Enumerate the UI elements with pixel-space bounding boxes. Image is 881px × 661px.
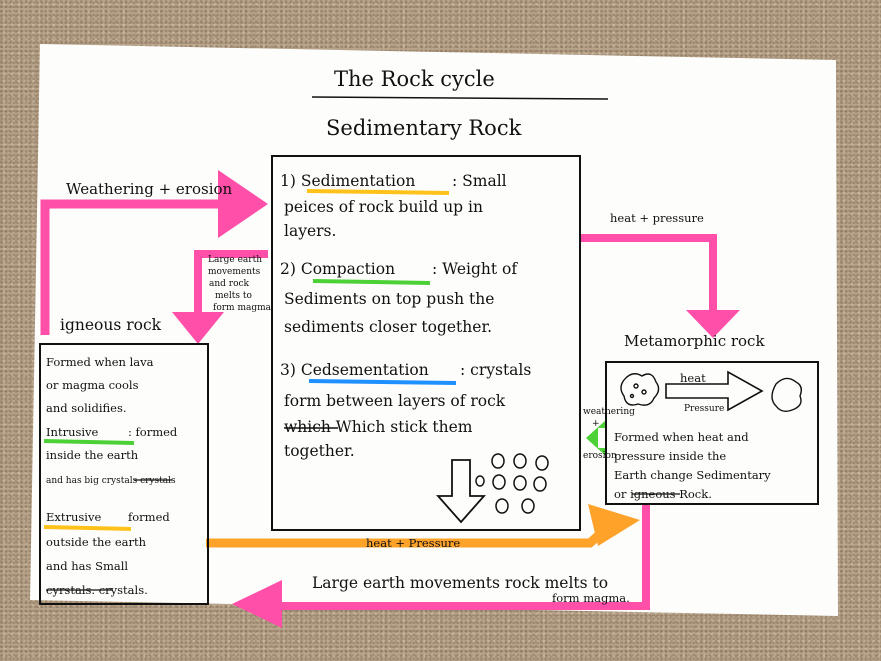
pink-heat-arrow-shaft (580, 234, 717, 312)
green-weathering-arrow (586, 420, 606, 456)
igneous-heading: igneous rock (60, 316, 162, 334)
intrusive-highlight (43, 439, 135, 445)
sedimentation-text-b: peices of rock build up in (284, 198, 483, 216)
compaction-text-b: Sediments on top push the (284, 290, 494, 308)
metamorphic-line-3: Earth change Sedimentary (614, 468, 771, 482)
igneous-line-2: or magma cools (46, 378, 139, 392)
metamorphic-line-2: pressure inside the (614, 449, 726, 463)
metamorphic-heading: Metamorphic rock (624, 332, 765, 350)
compaction-text-a: : Weight of (432, 260, 518, 278)
cementation-highlight (308, 379, 457, 385)
particles-icon (475, 453, 549, 514)
metamorphic-box (605, 361, 819, 505)
pressure-label: Pressure (684, 404, 724, 414)
large-earth-small-2: movements (208, 267, 261, 277)
pink-bottom-arrow-shaft (276, 504, 650, 610)
heat-label: heat (680, 371, 706, 385)
large-earth-small-1: Large earth (208, 255, 262, 265)
compaction-text-c: sediments closer together. (284, 318, 492, 336)
weathering-small-3: erosion (583, 451, 617, 461)
compaction-highlight (312, 279, 431, 285)
sedimentation-title: 1) Sedimentation (280, 172, 415, 190)
bottom-arrow-label-1: Large earth movements rock melts to (312, 574, 608, 592)
extrusive-highlight (43, 525, 132, 531)
large-earth-small-3: and rock (209, 279, 250, 289)
cementation-text-c: which Which stick them (284, 418, 473, 436)
sedimentation-text-a: : Small (452, 172, 507, 190)
orange-heat-arrowhead (588, 504, 640, 546)
cementation-text-b: form between layers of rock (284, 392, 506, 410)
cementation-text-d: together. (284, 442, 355, 460)
extrusive-text-b: outside the earth (46, 535, 147, 549)
heat-pressure-arrow-icon (665, 370, 764, 412)
extrusive-text-a: formed (128, 510, 170, 524)
weathering-small-2: + (592, 419, 600, 429)
pink-weathering-arrow-shaft (40, 199, 222, 335)
metamorphic-line-1: Formed when heat and (614, 430, 749, 444)
compaction-title: 2) Compaction (280, 260, 395, 278)
pink-weathering-arrowhead (218, 170, 268, 238)
rock-icon-after (771, 377, 803, 413)
igneous-line-1: Formed when lava (46, 355, 154, 369)
weathering-small-1: weathering (583, 407, 635, 417)
extrusive-title: Extrusive (46, 510, 101, 524)
down-arrow-icon (436, 459, 486, 524)
cementation-title: 3) Cedsementation (280, 361, 429, 379)
sedimentation-text-c: layers. (284, 222, 336, 240)
extrusive-text-c: and has Small (46, 559, 128, 573)
igneous-line-3: and solidifies. (46, 401, 127, 415)
igneous-box (39, 343, 209, 605)
large-earth-small-5: form magma (213, 303, 272, 313)
heat-pressure-top-label: heat + pressure (610, 211, 704, 225)
intrusive-text-a: : formed (128, 425, 178, 439)
pink-melt-arrowhead (172, 312, 224, 344)
pink-melt-arrow-shaft (194, 250, 268, 314)
rock-icon-before (620, 373, 660, 406)
cementation-text-a: : crystals (460, 361, 531, 379)
intrusive-title: Intrusive (46, 425, 99, 439)
heat-pressure-bottom-label: heat + Pressure (366, 536, 460, 550)
intrusive-text-b: inside the earth (46, 448, 139, 462)
bottom-arrow-label-2: form magma. (552, 591, 630, 605)
intrusive-text-c: and has big crystals crystals (46, 476, 176, 486)
large-earth-small-4: melts to (215, 291, 252, 301)
poster-title: The Rock cycle (334, 67, 495, 91)
pink-heat-arrowhead (686, 310, 740, 338)
sedimentary-box (271, 155, 581, 531)
weathering-erosion-label: Weathering + erosion (66, 180, 233, 198)
pink-bottom-arrowhead (232, 580, 282, 628)
sedimentation-highlight (306, 189, 450, 195)
title-underline (311, 96, 609, 100)
sedimentary-heading: Sedimentary Rock (326, 116, 522, 140)
